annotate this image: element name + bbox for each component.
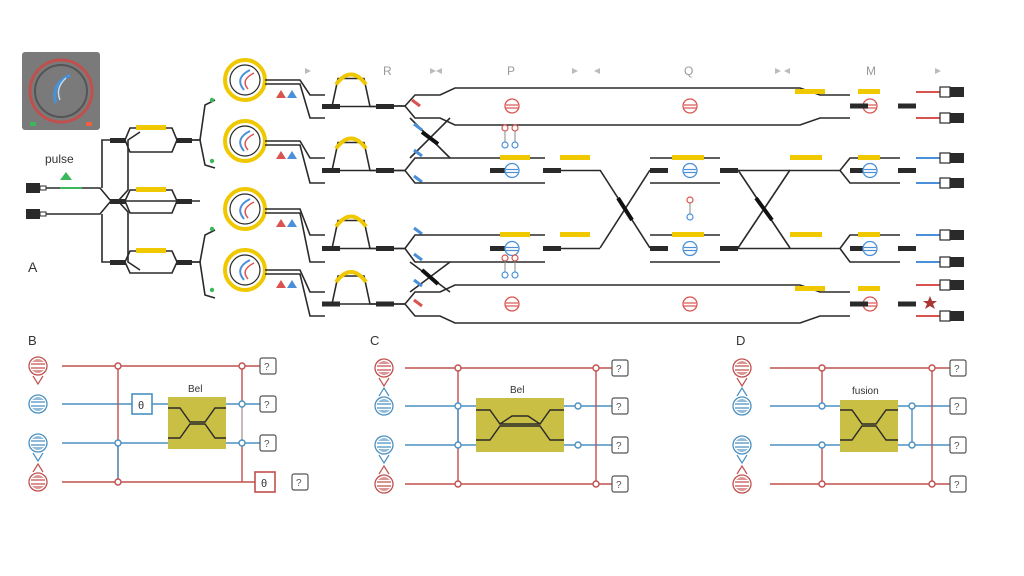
ring-source [209,187,297,232]
pulse-icon [60,172,72,180]
detector-label: ? [264,400,270,411]
photon-source-icon [732,435,752,465]
ring-source [209,248,297,293]
panel-c-label: C [370,333,379,348]
waveguide-network [265,72,964,324]
output-coupler [916,279,964,291]
detector-label: ? [954,441,960,452]
photon-source-icon [374,358,394,388]
bell-box-b-label: Bel [188,384,202,395]
chip-photo [22,52,100,130]
panel-a-label: A [28,259,38,275]
detector-box: ? [259,357,277,375]
output-coupler [916,112,964,124]
panel-b: B θ θ Bel ???? [28,333,309,493]
photon-source-icon [732,386,752,416]
detector-box: ? [949,475,967,493]
detector-box: ? [259,434,277,452]
detector-label: ? [954,480,960,491]
photon-source-icon [732,464,752,494]
theta-gate-blue [131,393,153,415]
output-coupler [916,229,964,241]
detector-box: ? [611,359,629,377]
ring-source [209,119,297,164]
stage-label-m: M [866,64,876,78]
detector-label: ? [616,480,622,491]
phase-shifter [682,240,698,257]
detector-label: ? [296,478,302,489]
phase-shifter [682,98,698,114]
theta-gate-red [254,471,276,493]
photon-source-icon [732,358,752,388]
theta-label-blue: θ [138,400,144,412]
stage-labels: R P Q M [305,64,941,78]
panel-a: A pulse [22,52,964,324]
phase-shifter [862,240,878,257]
panel-c: C Bel ???? [370,333,629,494]
output-coupler [916,177,964,189]
star-icon [923,296,937,309]
detector-box: ? [611,397,629,415]
stage-label-r: R [383,64,392,78]
phase-shifter [504,296,520,312]
bell-box-c [476,398,564,452]
pulse-label: pulse [45,152,74,166]
output-coupler [916,86,964,98]
photon-source-icon [374,435,394,465]
splitter-mzis [101,99,216,299]
detector-box: ? [611,475,629,493]
photon-source-icon [28,462,48,492]
output-coupler [916,152,964,164]
phase-shifter [682,296,698,312]
detector-box: ? [611,436,629,454]
phase-shifter [504,98,520,114]
phase-shifter [504,162,520,179]
fusion-box-d-label: fusion [852,386,879,397]
output-coupler [916,310,964,322]
stage-label-q: Q [684,64,693,78]
detector-label: ? [616,441,622,452]
input-couplers [26,183,47,219]
detector-label: ? [954,364,960,375]
theta-label-red: θ [261,478,267,490]
detector-label: ? [264,439,270,450]
photon-source-icon [374,386,394,416]
photon-source-icon [28,394,48,414]
detector-box: ? [949,397,967,415]
panel-d: D fusion ???? [732,333,967,494]
detector-box: ? [259,395,277,413]
detector-label: ? [264,362,270,373]
photon-source-icon [374,464,394,494]
panel-b-label: B [28,333,37,348]
output-coupler [916,256,964,268]
bell-box-c-label: Bel [510,385,524,396]
detector-box: ? [291,473,309,491]
phase-shifter [862,162,878,179]
ring-sources [209,58,297,293]
detector-label: ? [954,402,960,413]
detector-box: ? [949,359,967,377]
bell-box-b [168,397,226,449]
phase-shifter [504,240,520,257]
detector-label: ? [616,402,622,413]
stage-label-p: P [507,64,515,78]
panel-d-label: D [736,333,745,348]
detector-label: ? [616,364,622,375]
photon-source-icon [28,356,48,386]
photon-source-icon [28,433,48,463]
detector-box: ? [949,436,967,454]
ring-source [209,58,297,103]
phase-shifter [682,162,698,179]
